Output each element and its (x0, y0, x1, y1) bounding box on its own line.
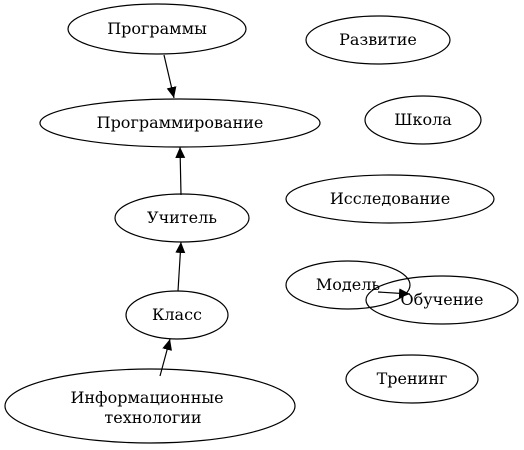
node-label-line-2: технологии (104, 408, 201, 427)
node-programmy: Программы (67, 3, 247, 55)
node-model: Модель (285, 260, 411, 310)
node-shkola: Школа (364, 95, 482, 145)
node-label: Учитель (147, 208, 217, 227)
node-label: Модель (316, 275, 381, 294)
node-programmirovanie: Программирование (39, 98, 321, 148)
node-klass: Класс (125, 290, 229, 340)
node-uchitel: Учитель (114, 193, 250, 243)
edge-model-to-obuchenie (377, 288, 411, 299)
node-label: Тренинг (377, 369, 448, 388)
node-issledovanie: Исследование (285, 174, 495, 224)
edge-informacionnye-to-klass (159, 338, 172, 377)
node-layer: Программы Развитие Программирование Школ… (4, 3, 519, 444)
edge-klass-to-uchitel (175, 241, 186, 292)
node-obuchenie: Обучение (365, 275, 519, 325)
node-label: Обучение (400, 290, 483, 309)
node-razvitie: Развитие (305, 15, 451, 65)
node-label: Программирование (97, 113, 264, 132)
node-trening: Тренинг (345, 354, 479, 404)
node-label: Класс (152, 305, 202, 324)
edge-uchitel-to-programmirovanie (175, 146, 186, 196)
node-label: Школа (394, 110, 452, 129)
edge-layer (159, 54, 411, 377)
node-label-line-1: Информационные (70, 388, 223, 407)
node-informacionnye: Информационные технологии (4, 368, 296, 444)
node-label: Развитие (339, 30, 417, 49)
node-label: Исследование (330, 189, 450, 208)
edge-programmy-to-programmirovanie (163, 54, 177, 99)
node-label: Программы (107, 19, 207, 38)
